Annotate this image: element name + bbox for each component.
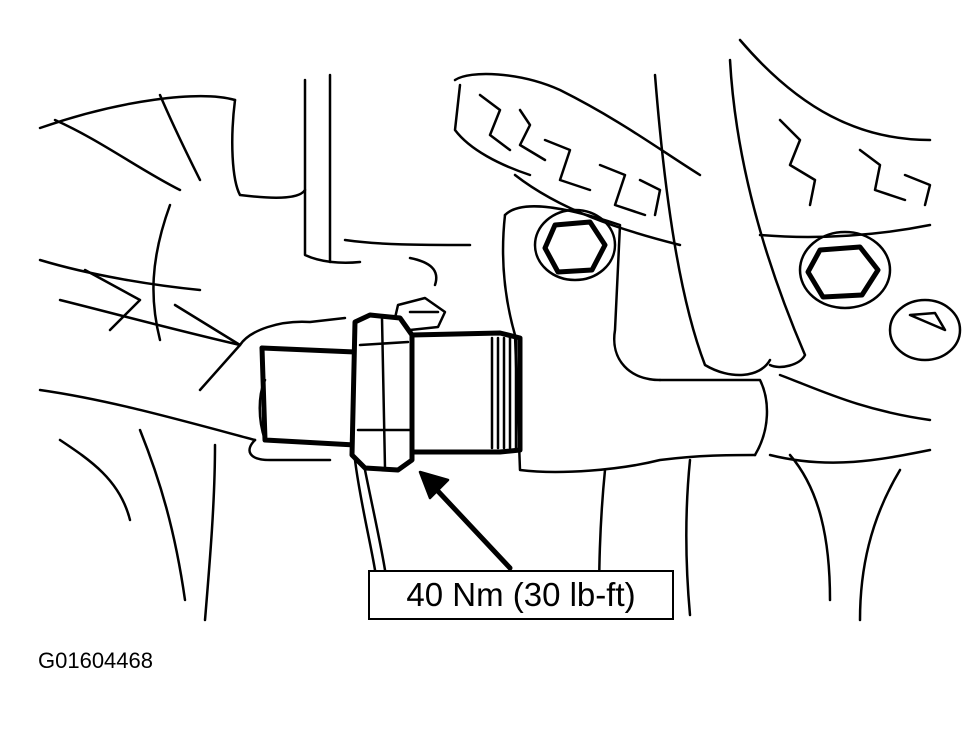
sensor-assembly xyxy=(238,312,523,572)
torque-label: 40 Nm (30 lb-ft) xyxy=(406,576,636,613)
figure-id: G01604468 xyxy=(38,648,153,673)
torque-callout-box: 40 Nm (30 lb-ft) xyxy=(368,570,674,620)
bolt-2 xyxy=(798,230,892,310)
callout-arrow xyxy=(418,470,513,571)
engine-block-outlines xyxy=(38,73,472,622)
bolt-3 xyxy=(888,298,962,362)
timing-cover xyxy=(501,205,932,622)
small-bolt xyxy=(393,296,447,332)
tensioner-arm xyxy=(653,58,807,377)
bolt-1 xyxy=(533,208,617,282)
gear-housing xyxy=(453,38,932,247)
